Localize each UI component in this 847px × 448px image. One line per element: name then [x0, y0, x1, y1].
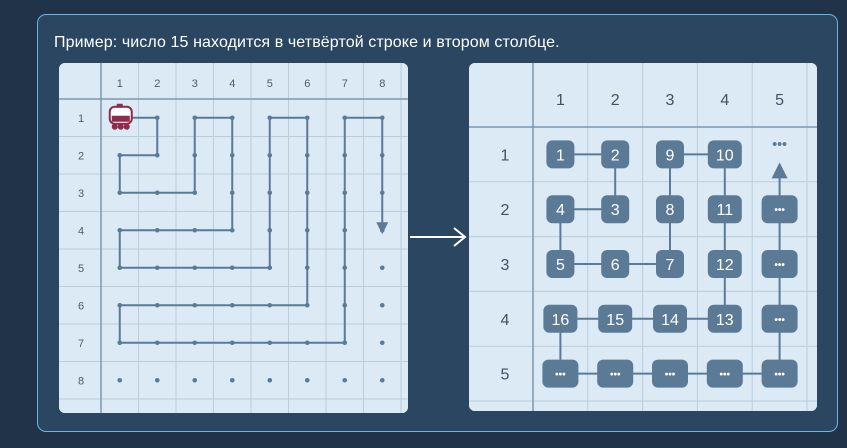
- number-tile: [707, 140, 742, 169]
- number-tile: [761, 304, 798, 333]
- grid-dot: [304, 377, 310, 383]
- right-arrow-icon: [410, 227, 467, 247]
- grid-dot: [379, 340, 385, 346]
- number-tile: [707, 250, 742, 278]
- number-tile: [597, 359, 634, 388]
- number-tile-label: •••: [720, 370, 731, 381]
- row-label: 7: [78, 338, 84, 350]
- number-tile-label: •••: [774, 370, 785, 381]
- number-tile-label: •••: [665, 370, 676, 381]
- number-tile-label: 8: [666, 202, 675, 219]
- number-tile-label: 16: [552, 312, 570, 329]
- number-tile: [761, 195, 798, 224]
- number-tile-label: 14: [661, 312, 679, 329]
- number-tile: [598, 304, 633, 333]
- number-tile: [707, 304, 742, 333]
- row-label: 3: [78, 188, 84, 200]
- grid-dot: [192, 377, 198, 383]
- grid-dot: [154, 377, 160, 383]
- row-label: 2: [78, 150, 84, 162]
- robot-icon: [108, 103, 133, 130]
- grid-dot: [267, 377, 273, 383]
- number-tile-label: 13: [716, 312, 734, 329]
- row-label: 2: [501, 202, 510, 219]
- number-tile-label: 2: [611, 147, 620, 164]
- grid-dot: [117, 377, 123, 383]
- number-tile-label: 3: [611, 202, 620, 219]
- number-tile: [546, 195, 575, 224]
- column-label: 1: [556, 92, 565, 109]
- row-label: 5: [501, 367, 510, 384]
- grid-dot: [379, 302, 385, 308]
- column-label: 3: [192, 78, 198, 90]
- number-tile: [656, 195, 684, 224]
- row-label: 3: [501, 257, 510, 274]
- number-tile-label: 6: [611, 257, 620, 274]
- path-arrow-head: [376, 222, 389, 235]
- grid-dot: [229, 377, 235, 383]
- number-tile: [601, 140, 630, 169]
- number-tile-label: 4: [556, 202, 565, 219]
- number-tile: [761, 359, 798, 388]
- number-tile-label: 12: [716, 257, 734, 274]
- number-tile: [543, 304, 578, 333]
- number-tile-label: 10: [716, 147, 734, 164]
- number-tile-label: •••: [610, 370, 621, 381]
- number-tile: [656, 250, 684, 278]
- column-label: 2: [611, 92, 620, 109]
- column-label: 7: [342, 78, 348, 90]
- number-tile: [546, 140, 575, 169]
- grid-dot: [379, 377, 385, 383]
- number-tile-label: 7: [666, 257, 675, 274]
- number-tile-label: •••: [555, 370, 566, 381]
- row-label: 5: [78, 263, 84, 275]
- column-label: 8: [379, 78, 385, 90]
- number-tile-label: 5: [556, 257, 565, 274]
- number-tile: [653, 304, 687, 333]
- column-label: 1: [117, 78, 123, 90]
- number-tile-label: •••: [774, 315, 785, 326]
- number-tile: [601, 250, 630, 278]
- number-tile-label: 9: [666, 147, 675, 164]
- grid-dot: [342, 377, 348, 383]
- number-tile: [652, 359, 688, 388]
- number-tile: [761, 250, 798, 278]
- tile-arrow-head: [771, 162, 788, 179]
- column-label: 3: [666, 92, 675, 109]
- row-label: 6: [78, 300, 84, 312]
- column-label: 5: [775, 92, 784, 109]
- row-label: 8: [78, 375, 84, 387]
- number-tile: [656, 140, 684, 169]
- row-label: 4: [501, 312, 510, 329]
- number-tile: [706, 359, 743, 388]
- number-tile-label: •••: [774, 260, 785, 271]
- tile-ellipsis: •••: [772, 135, 787, 151]
- number-tile-label: 11: [716, 202, 733, 219]
- robot-path-grid-panel: 1 2 3 4 5 6 7 8 1 2 3 4 5 6 7 8: [59, 63, 408, 413]
- column-label: 4: [229, 78, 235, 90]
- column-label: 6: [304, 78, 310, 90]
- number-tile-label: 15: [606, 312, 624, 329]
- row-label: 1: [78, 113, 84, 125]
- number-tile: [546, 250, 575, 278]
- robot-path-grid: 1 2 3 4 5 6 7 8 1 2 3 4 5 6 7 8: [59, 63, 408, 413]
- number-tile-label: 1: [556, 147, 565, 164]
- row-label: 4: [78, 225, 84, 237]
- column-label: 2: [154, 78, 160, 90]
- column-label: 4: [720, 92, 729, 109]
- number-tile: [707, 195, 742, 224]
- number-tile: [542, 359, 579, 388]
- number-tile: [601, 195, 630, 224]
- robot-path: [118, 116, 384, 344]
- row-label: 1: [501, 147, 510, 164]
- column-label: 5: [267, 78, 273, 90]
- grid-dot: [379, 265, 385, 271]
- caption: Пример: число 15 находится в четвёртой с…: [54, 34, 560, 51]
- number-tile-label: •••: [774, 205, 785, 216]
